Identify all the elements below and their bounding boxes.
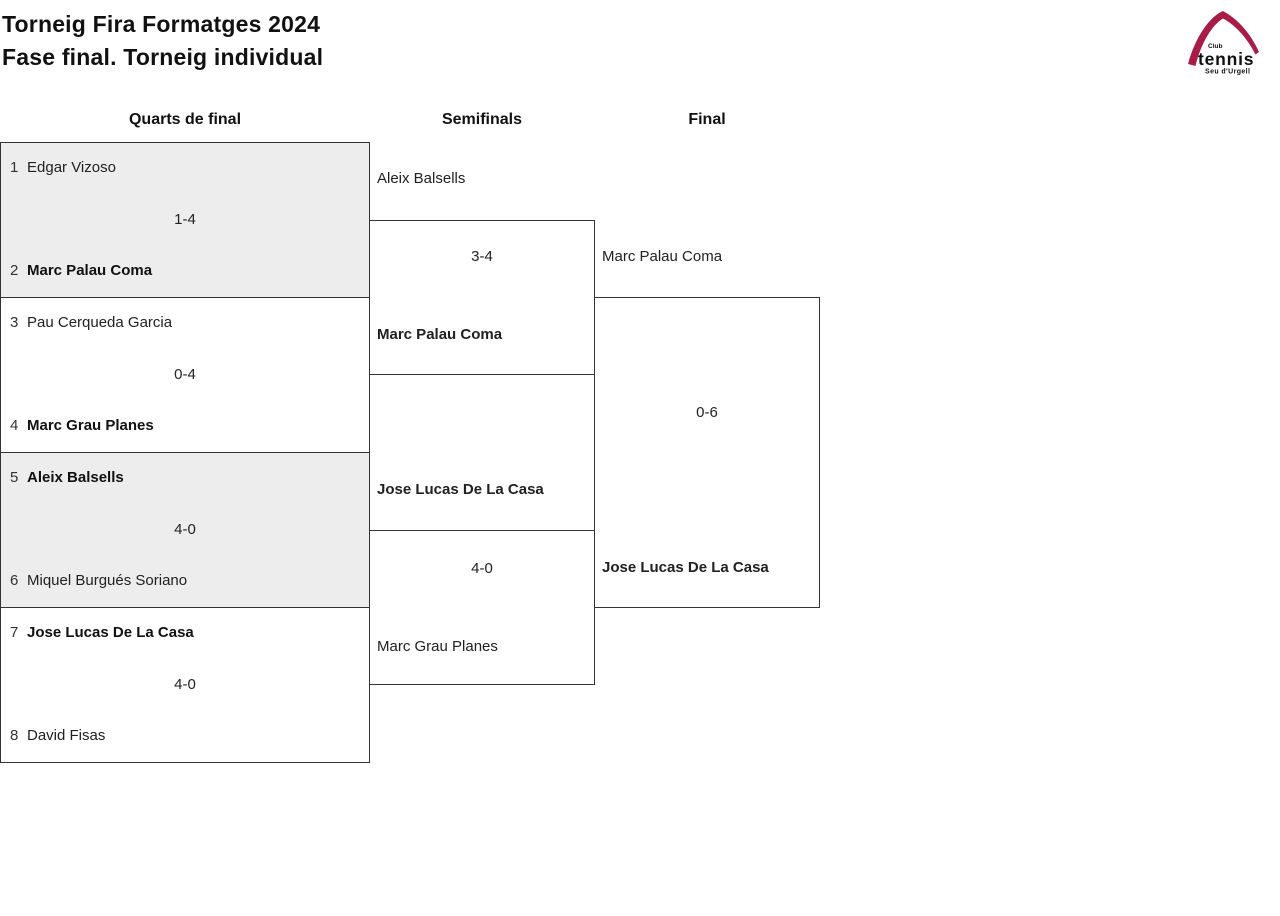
player-name: Edgar Vizoso: [27, 159, 116, 176]
match-player-row: 4 Marc Grau Planes: [1, 415, 369, 437]
player-name: Miquel Burgués Soriano: [27, 572, 188, 589]
column-header-final: Final: [688, 111, 726, 128]
match-player-row: 6 Miquel Burgués Soriano: [1, 570, 369, 592]
logo-club-name: tennis: [1198, 49, 1254, 69]
semifinal2-score: 4-0: [471, 560, 493, 577]
match-player-row: 8 David Fisas: [1, 725, 369, 747]
quarterfinal-match-1: 1 Edgar Vizoso 1-4 2 Marc Palau Coma: [0, 142, 370, 298]
player-seed: 2: [10, 262, 19, 279]
final-player2-name: Jose Lucas De La Casa: [602, 559, 769, 576]
player-name: Jose Lucas De La Casa: [27, 624, 194, 641]
logo-club-subtitle: Seu d'Urgell: [1205, 69, 1250, 76]
match-player-row: 5 Aleix Balsells: [1, 467, 369, 489]
player-seed: 1: [10, 159, 19, 176]
player-name: Marc Grau Planes: [27, 417, 154, 434]
semifinal-connector-1: [369, 220, 595, 375]
column-header-quarterfinals: Quarts de final: [128, 111, 242, 128]
match-player-row: 2 Marc Palau Coma: [1, 260, 369, 282]
player-name: Pau Cerqueda Garcia: [27, 314, 173, 331]
semifinal1-player2-name: Marc Palau Coma: [377, 326, 503, 343]
logo-arc-icon: [1188, 11, 1259, 66]
match-player-row: 7 Jose Lucas De La Casa: [1, 622, 369, 644]
semifinal-connector-2: [369, 530, 595, 685]
match-score: 1-4: [174, 211, 196, 228]
quarterfinal-match-4: 7 Jose Lucas De La Casa 4-0 8 David Fisa…: [0, 607, 370, 763]
tournament-title: Torneig Fira Formatges 2024: [2, 11, 321, 37]
player-seed: 8: [10, 727, 19, 744]
player-seed: 7: [10, 624, 19, 641]
player-name: David Fisas: [27, 727, 106, 744]
club-logo: Club tennis Seu d'Urgell: [1188, 11, 1259, 76]
match-score: 0-4: [174, 366, 196, 383]
final-score: 0-6: [696, 404, 718, 421]
match-player-row: 3 Pau Cerqueda Garcia: [1, 312, 369, 334]
page-title: Torneig Fira Formatges 2024 Fase final. …: [2, 8, 323, 74]
semifinal1-score: 3-4: [471, 248, 493, 265]
semifinal1-player1-name: Aleix Balsells: [377, 170, 466, 187]
phase-subtitle: Fase final. Torneig individual: [2, 44, 324, 70]
player-seed: 3: [10, 314, 19, 331]
match-score: 4-0: [174, 676, 196, 693]
quarterfinal-match-3: 5 Aleix Balsells 4-0 6 Miquel Burgués So…: [0, 452, 370, 608]
quarterfinal-match-2: 3 Pau Cerqueda Garcia 0-4 4 Marc Grau Pl…: [0, 297, 370, 453]
final-connector: [594, 297, 820, 608]
player-seed: 5: [10, 469, 19, 486]
semifinal2-player2-name: Marc Grau Planes: [377, 638, 498, 655]
match-score: 4-0: [174, 521, 196, 538]
player-name: Marc Palau Coma: [27, 262, 153, 279]
logo-club-label: Club: [1208, 43, 1222, 50]
semifinal2-player1-name: Jose Lucas De La Casa: [377, 481, 544, 498]
player-seed: 6: [10, 572, 19, 589]
final-player1-name: Marc Palau Coma: [602, 248, 723, 265]
player-name: Aleix Balsells: [27, 469, 124, 486]
column-header-semifinals: Semifinals: [441, 111, 523, 128]
match-player-row: 1 Edgar Vizoso: [1, 157, 369, 179]
player-seed: 4: [10, 417, 19, 434]
